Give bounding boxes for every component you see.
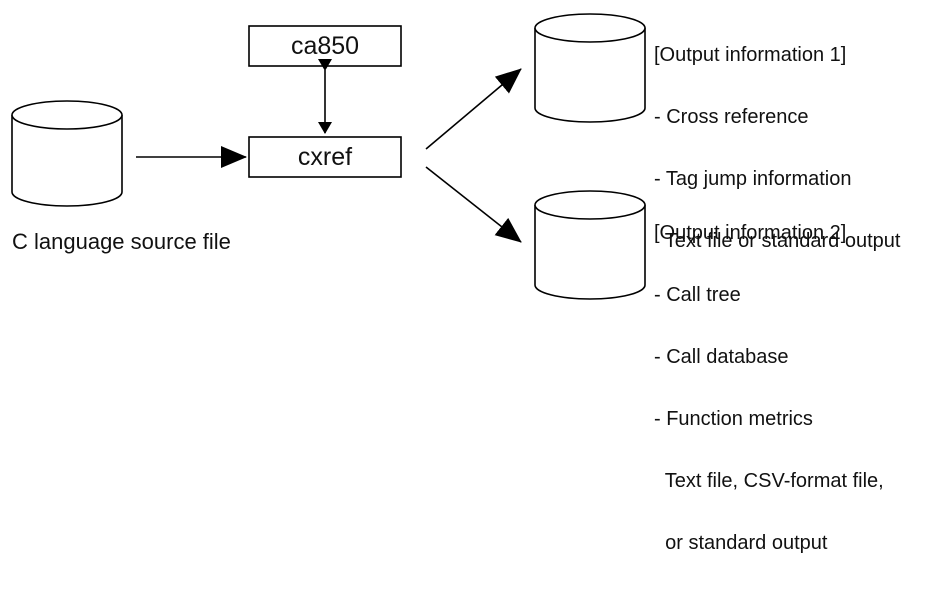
source-database-icon [11, 100, 123, 207]
tool-label: cxref [297, 143, 353, 171]
output1-line: Text file or standard output [654, 230, 901, 252]
output2-info-block: [Output information 2] - Call tree - Cal… [654, 184, 884, 592]
compiler-label: ca850 [290, 32, 360, 60]
output1-database-icon [534, 13, 646, 123]
output2-line: - Call database [654, 346, 789, 368]
output1-info-block: [Output information 1] - Cross reference… [654, 6, 900, 290]
cxref-to-output1-arrow [425, 68, 522, 150]
output2-line: Text file, CSV-format file, [654, 470, 884, 492]
diagram-canvas: ca850 cxref C language source file [Outp… [11, 6, 900, 554]
diagram-graphics [11, 13, 646, 300]
output2-line: or standard output [654, 532, 828, 554]
output2-title: [Output information 2] [654, 222, 847, 244]
output2-line: - Function metrics [654, 408, 813, 430]
source-file-label: C language source file [12, 229, 231, 254]
output2-line: - Call tree [654, 284, 741, 306]
cxref-box [248, 136, 402, 178]
output1-line: - Tag jump information [654, 168, 852, 190]
cxref-to-output2-arrow [425, 166, 522, 243]
output2-database-icon [534, 190, 646, 300]
output1-title: [Output information 1] [654, 44, 847, 66]
output1-line: - Cross reference [654, 106, 809, 128]
